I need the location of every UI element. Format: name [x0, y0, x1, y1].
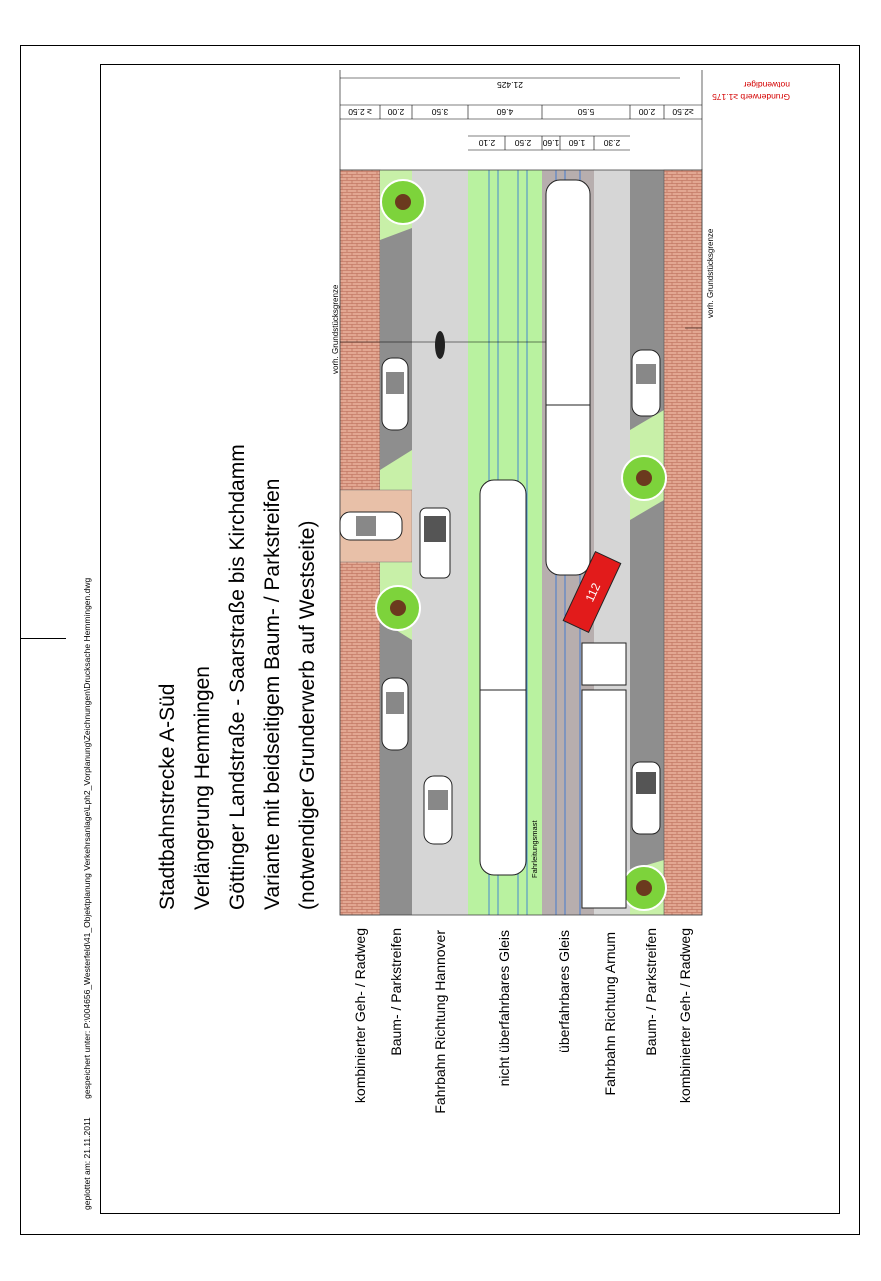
dimension-main: ≥ 2.50 2.00 3.50 4.60 5.50 2.00 ≥2.50 [340, 104, 702, 120]
svg-text:2.00: 2.00 [387, 107, 404, 117]
svg-text:notwendiger: notwendiger [744, 80, 790, 90]
tree-icon [621, 455, 667, 501]
fold-mark [20, 638, 66, 639]
car-icon [381, 677, 409, 751]
land-acquisition-note: notwendiger Grunderwerb ≥1.175 [712, 80, 790, 102]
svg-text:≥2.50: ≥2.50 [672, 107, 693, 117]
dimension-total: 21.425 [339, 70, 703, 170]
svg-text:2.00: 2.00 [638, 107, 655, 117]
car-icon [339, 511, 403, 541]
drawing-inner-frame [100, 64, 840, 1214]
tram-west [479, 479, 527, 876]
svg-text:21.425: 21.425 [497, 80, 523, 90]
property-line-east-label: vorh. Grundstücksgrenze [706, 228, 715, 318]
svg-text:1.60: 1.60 [542, 138, 559, 148]
svg-text:Grunderwerb ≥1.175: Grunderwerb ≥1.175 [712, 92, 790, 102]
car-icon [423, 775, 453, 845]
plan-border [339, 169, 703, 916]
motorcycle-icon [435, 331, 445, 359]
sidewalk-east [663, 169, 703, 916]
parking-bay-west-2 [380, 620, 412, 915]
dimension-detail: 2.10 2.50 1.60 1.60 2.30 [468, 135, 630, 151]
drawing-outer-frame [20, 45, 860, 1235]
parking-bay-west-1 [380, 228, 412, 470]
svg-text:3.50: 3.50 [431, 107, 448, 117]
tram-east [545, 179, 591, 576]
lorry-icon [581, 642, 627, 909]
tree-icon [621, 865, 667, 911]
svg-text:2.50: 2.50 [514, 138, 531, 148]
car-icon [419, 507, 451, 579]
svg-text:2.10: 2.10 [478, 138, 495, 148]
svg-text:4.60: 4.60 [496, 107, 513, 117]
fire-truck-icon: 112 [562, 550, 622, 634]
mast-label: Fahrleitungsmast [530, 820, 539, 878]
svg-text:≥ 2.50: ≥ 2.50 [348, 107, 372, 117]
car-icon [631, 761, 661, 835]
svg-text:5.50: 5.50 [577, 107, 594, 117]
car-icon [381, 357, 409, 431]
svg-text:1.60: 1.60 [568, 138, 585, 148]
svg-text:2.30: 2.30 [603, 138, 620, 148]
car-icon [631, 349, 661, 417]
tree-icon [380, 179, 426, 225]
tree-icon [375, 585, 421, 631]
property-line-west-label: vorh. Grundstücksgrenze [331, 284, 340, 374]
